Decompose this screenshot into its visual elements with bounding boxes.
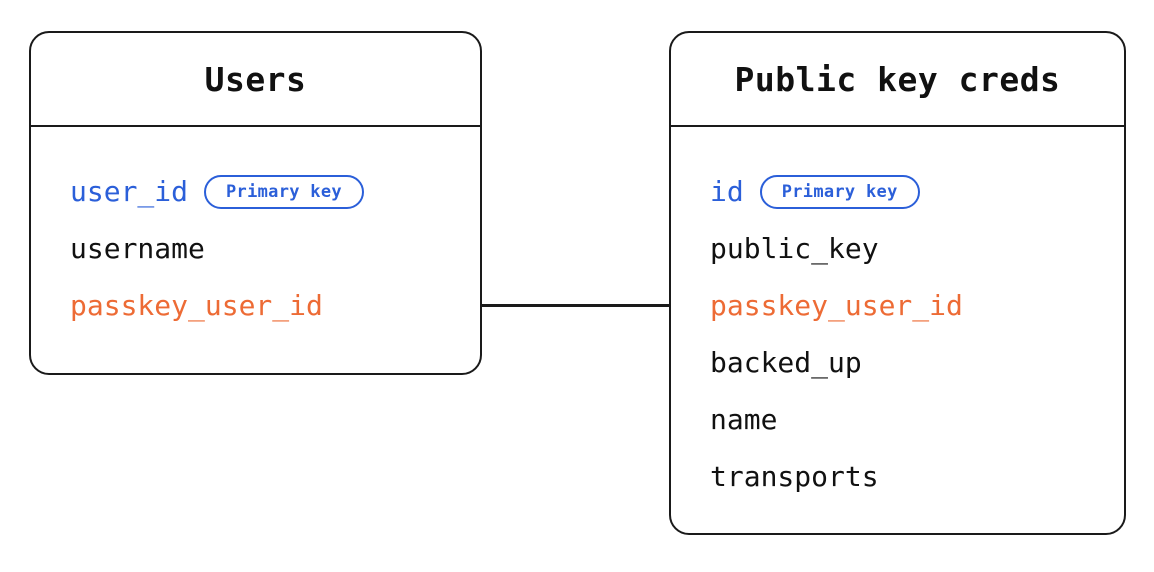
entity-users-header: Users <box>31 33 480 127</box>
field-row-backed-up[interactable]: backed_up <box>710 334 1124 391</box>
entity-public-key-creds-field-list: id Primary key public_key passkey_user_i… <box>671 127 1124 505</box>
field-name-passkey-user-id: passkey_user_id <box>70 288 323 322</box>
field-name-id: id <box>710 174 744 208</box>
field-name-name: name <box>710 402 778 436</box>
field-name-username: username <box>70 231 205 265</box>
field-row-passkey-user-id[interactable]: passkey_user_id <box>710 277 1124 334</box>
entity-users-title: Users <box>204 59 307 99</box>
entity-users-field-list: user_id Primary key username passkey_use… <box>31 127 480 334</box>
relationship-connector-line <box>481 304 671 307</box>
field-row-id[interactable]: id Primary key <box>710 163 1124 220</box>
entity-public-key-creds[interactable]: Public key creds id Primary key public_k… <box>669 31 1126 535</box>
entity-public-key-creds-title: Public key creds <box>734 59 1061 99</box>
field-name-transports: transports <box>710 459 879 493</box>
field-name-public-key: public_key <box>710 231 879 265</box>
field-row-username[interactable]: username <box>70 220 480 277</box>
field-name-passkey-user-id: passkey_user_id <box>710 288 963 322</box>
field-row-user-id[interactable]: user_id Primary key <box>70 163 480 220</box>
entity-public-key-creds-header: Public key creds <box>671 33 1124 127</box>
field-row-passkey-user-id[interactable]: passkey_user_id <box>70 277 480 334</box>
primary-key-badge: Primary key <box>204 174 364 209</box>
field-row-transports[interactable]: transports <box>710 448 1124 505</box>
entity-users[interactable]: Users user_id Primary key username passk… <box>29 31 482 375</box>
field-row-name[interactable]: name <box>710 391 1124 448</box>
field-name-user-id: user_id <box>70 174 189 208</box>
field-name-backed-up: backed_up <box>710 345 862 379</box>
primary-key-badge: Primary key <box>759 174 920 209</box>
field-row-public-key[interactable]: public_key <box>710 220 1124 277</box>
